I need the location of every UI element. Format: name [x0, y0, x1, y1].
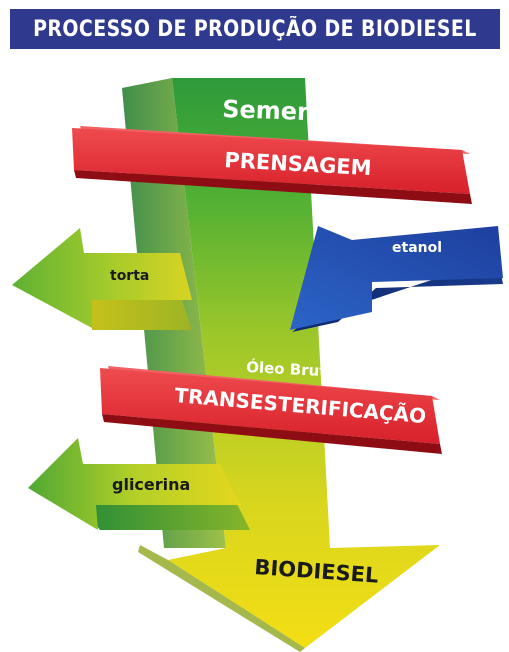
torta-arrow — [12, 228, 192, 328]
prensagem-bar — [72, 128, 470, 194]
sementes-label: Sementes — [222, 95, 357, 128]
torta-label: torta — [110, 268, 149, 284]
prensagem-bar-shade — [74, 170, 472, 204]
etanol-label: etanol — [392, 240, 442, 256]
glicerina-label: glicerina — [112, 475, 190, 494]
transesterificacao-bar-shade — [102, 414, 442, 454]
main-arrow-head-shade — [138, 545, 305, 652]
etanol-arrow — [290, 226, 503, 330]
glicerina-arrow — [28, 438, 240, 530]
oleo-bruto-label: Óleo Bruto — [246, 357, 337, 381]
title-banner: PROCESSO DE PRODUÇÃO DE BIODIESEL — [10, 9, 500, 49]
page-title: PROCESSO DE PRODUÇÃO DE BIODIESEL — [33, 16, 477, 42]
transesterificacao-bar — [100, 368, 440, 444]
torta-arrow-shade — [82, 300, 192, 330]
glicerina-arrow-shade — [92, 500, 250, 530]
